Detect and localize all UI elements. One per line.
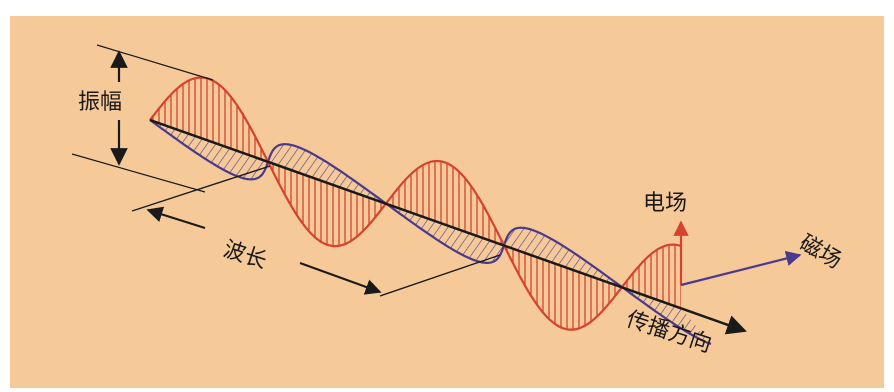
wavelength-guide-right: [380, 255, 500, 296]
magnetic-wave-fill: [150, 120, 711, 344]
propagation-axis: [150, 120, 745, 331]
wavelength-arrow-right: [300, 263, 380, 292]
amplitude-label: 振幅: [78, 90, 122, 115]
magnetic-field-label: 磁场: [795, 231, 846, 275]
amplitude-top-guide: [97, 45, 213, 80]
wavelength-label: 波长: [220, 237, 270, 274]
electric-wave-fill: [150, 78, 681, 330]
wavelength-arrow-left: [148, 210, 205, 228]
wavelength-guide-left: [132, 166, 270, 211]
electric-field-label: 电场: [643, 191, 687, 216]
magnetic-field-arrow: [681, 255, 800, 285]
amplitude-bottom-guide: [72, 154, 205, 192]
